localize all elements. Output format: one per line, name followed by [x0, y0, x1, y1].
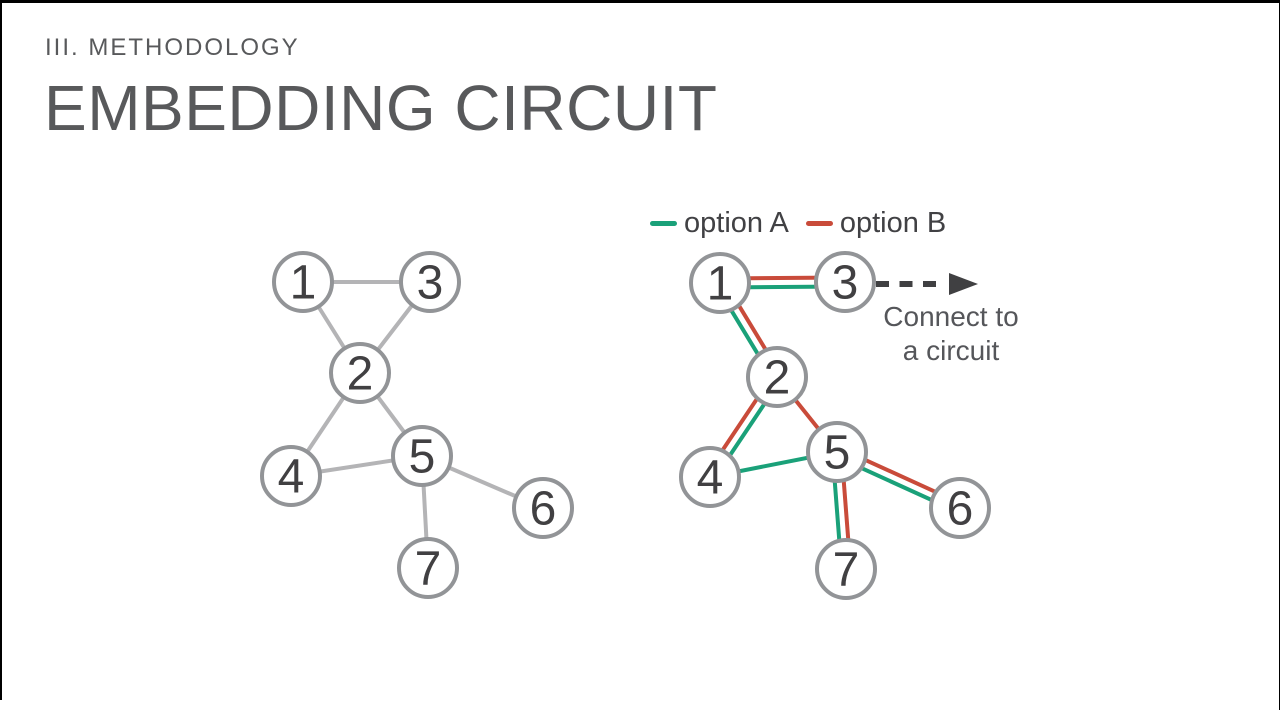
graph-node-4: [679, 446, 741, 508]
graph-node-2: [746, 346, 808, 408]
legend-item-option-a: option A: [650, 207, 789, 240]
graph-node-label-3: 3: [417, 257, 444, 310]
graph-node-label-4: 4: [278, 451, 305, 504]
graph-node-label-1: 1: [707, 258, 734, 311]
option-b-label: option B: [839, 207, 947, 239]
graph-node-5: [806, 421, 868, 483]
legend-item-option-b: option B: [805, 207, 947, 240]
frame-edge-left: [0, 0, 2, 700]
legend: option A option B: [650, 207, 946, 240]
graph-node-label-1: 1: [290, 257, 317, 310]
arrow-caption-line2: a circuit: [902, 335, 1000, 366]
connect-arrow: [876, 273, 978, 295]
graph-node-7: [397, 537, 459, 599]
graph-node-label-6: 6: [947, 483, 974, 536]
graph-node-label-3: 3: [832, 257, 859, 310]
embedded-graph: 123 4 5 6 7: [679, 251, 991, 600]
graph-node-4: [260, 445, 322, 507]
graph-node-label-5: 5: [409, 431, 436, 484]
option-a-swatch: [650, 221, 677, 226]
graph-node-2: [329, 342, 391, 404]
arrow-caption-line1: Connect to: [883, 301, 1019, 332]
graph-node-5: [391, 425, 453, 487]
graph-node-label-7: 7: [415, 543, 442, 596]
graph-node-label-7: 7: [833, 544, 860, 597]
arrow-caption: Connect to a circuit: [856, 300, 1046, 368]
section-label: III. METHODOLOGY: [45, 34, 300, 61]
graph-node-6: [512, 477, 574, 539]
page-title: EMBEDDING CIRCUIT: [44, 72, 718, 144]
graph-node-3: [814, 251, 876, 313]
graph-node-label-2: 2: [347, 348, 374, 401]
connect-arrow-head: [949, 273, 978, 295]
graph-node-label-5: 5: [824, 427, 851, 480]
graph-node-label-2: 2: [764, 352, 791, 405]
slide-header: III. METHODOLOGY: [45, 36, 300, 60]
option-a-label: option A: [684, 207, 789, 239]
graph-node-6: [929, 477, 991, 539]
graph-node-7: [815, 538, 877, 600]
graph-node-1: [689, 252, 751, 314]
frame-edge-top: [0, 0, 1280, 3]
graph-node-label-6: 6: [530, 483, 557, 536]
graph-node-3: [399, 251, 461, 313]
graph-node-label-4: 4: [697, 452, 724, 505]
option-b-swatch: [805, 221, 833, 226]
original-graph: 123 4 5 6 7: [260, 251, 574, 599]
graph-node-1: [272, 251, 334, 313]
